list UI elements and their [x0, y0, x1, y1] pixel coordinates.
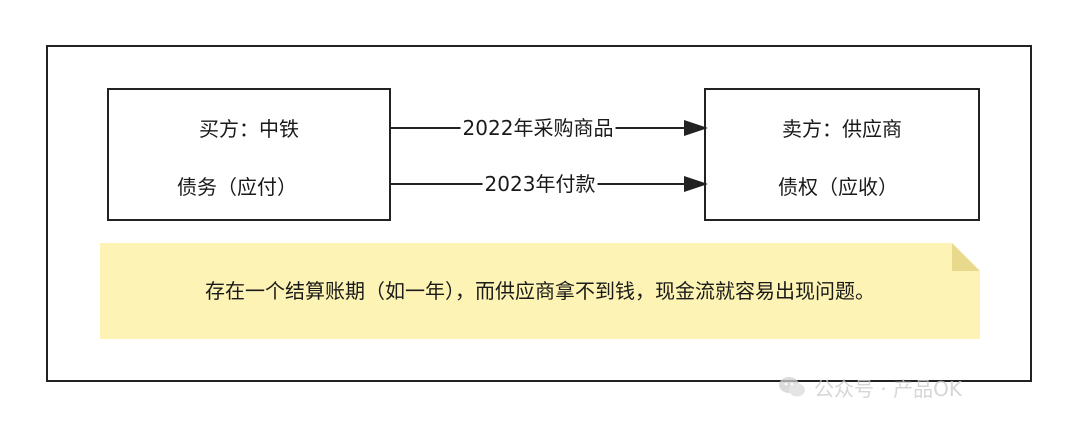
buyer-subtitle: 债务（应付） [177, 175, 297, 199]
buyer-title: 买方：中铁 [199, 117, 299, 141]
note-text: 存在一个结算账期（如一年），而供应商拿不到钱，现金流就容易出现问题。 [205, 279, 875, 303]
edge-purchase-label: 2022年采购商品 [460, 115, 616, 141]
wechat-icon [779, 377, 805, 397]
seller-node: 卖方：供应商 债权（应收） [704, 88, 980, 221]
watermark-label: 公众号 · 产品OK [814, 376, 962, 401]
note: 存在一个结算账期（如一年），而供应商拿不到钱，现金流就容易出现问题。 [100, 243, 980, 339]
seller-subtitle: 债权（应收） [778, 175, 898, 199]
note-fold-icon [952, 243, 980, 271]
edge-payment-label: 2023年付款 [482, 171, 598, 197]
watermark: 公众号 · 产品OK [778, 372, 962, 402]
seller-title: 卖方：供应商 [782, 117, 902, 141]
buyer-node: 买方：中铁 债务（应付） [107, 88, 391, 221]
note-shape [100, 243, 980, 339]
